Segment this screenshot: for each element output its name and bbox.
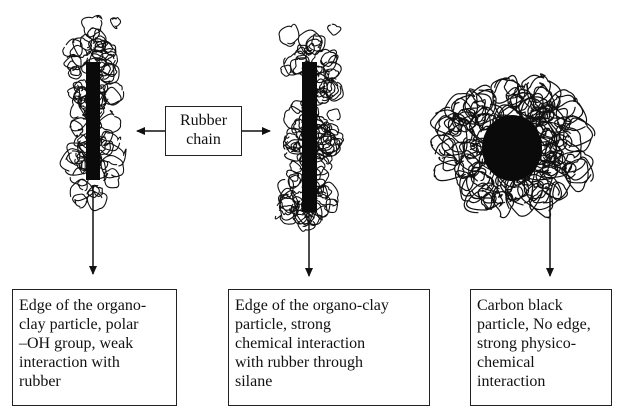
caption-middle-line-5: silane <box>235 372 424 391</box>
caption-left-line-4: interaction with <box>19 353 171 372</box>
clay-platelet-middle <box>302 62 317 212</box>
caption-middle-line-2: particle, strong <box>235 315 424 334</box>
caption-left-line-5: rubber <box>19 372 171 391</box>
caption-right-line-4: chemical <box>477 353 606 372</box>
caption-right-line-3: strong physico- <box>477 334 606 353</box>
clay-platelet-left <box>86 62 100 180</box>
rubber-chain-label-line-1: Rubber <box>170 111 237 130</box>
rubber-chain-label-box: Rubber chain <box>165 106 242 156</box>
caption-box-right: Carbon black particle, No edge, strong p… <box>470 289 612 406</box>
caption-left-line-1: Edge of the organo- <box>19 296 171 315</box>
organo-clay-particle-middle <box>275 24 343 231</box>
caption-middle-line-4: with rubber through <box>235 353 424 372</box>
carbon-black-particle <box>431 74 595 218</box>
caption-left-line-2: clay particle, polar <box>19 315 171 334</box>
caption-box-left: Edge of the organo- clay particle, polar… <box>12 289 177 406</box>
caption-middle-line-3: chemical interaction <box>235 334 424 353</box>
caption-left-line-3: –OH group, weak <box>19 334 171 353</box>
caption-right-line-5: interaction <box>477 372 606 391</box>
caption-middle-line-1: Edge of the organo-clay <box>235 296 424 315</box>
rubber-chain-label-line-2: chain <box>170 130 237 149</box>
caption-right-line-1: Carbon black <box>477 296 606 315</box>
caption-right-line-2: particle, No edge, <box>477 315 606 334</box>
caption-box-middle: Edge of the organo-clay particle, strong… <box>228 289 430 406</box>
carbon-black-core <box>482 115 542 181</box>
organo-clay-particle-left <box>60 15 126 210</box>
